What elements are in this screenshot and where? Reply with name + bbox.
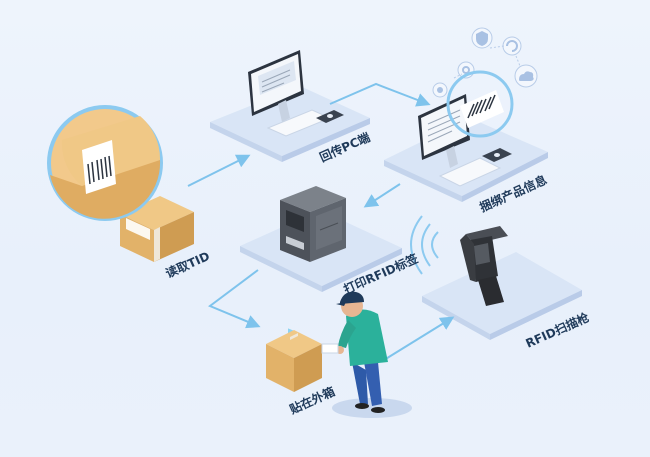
- cloud-icon: [514, 64, 538, 88]
- box-with-label-zoom: [47, 105, 194, 262]
- floating-icons: [432, 27, 538, 98]
- shield-icon: [471, 27, 493, 49]
- worker-figure: [321, 291, 412, 418]
- flow-pc-to-pc: [329, 82, 431, 107]
- mouse-pad-right: [482, 148, 512, 162]
- keyboard-right: [438, 157, 502, 187]
- zoom-circle-left: [47, 105, 163, 221]
- flow-worker-to-scanner: [383, 316, 455, 361]
- flow-lines: [187, 82, 455, 361]
- rfid-printer: [280, 186, 346, 339]
- flow-pc-to-printer: [363, 183, 401, 208]
- pc-monitor-right: [418, 94, 470, 168]
- mouse-pad-left: [316, 110, 344, 123]
- label-zoom-right: [446, 70, 514, 138]
- flow-printer-to-box: [208, 269, 261, 329]
- globe-icon: [432, 82, 448, 98]
- rotate-icon: [502, 36, 522, 56]
- pc-monitor-left: [248, 50, 304, 122]
- flow-box-to-pc: [187, 154, 251, 187]
- platform-pc-right: [384, 118, 548, 202]
- rfid-scanner-gun: [410, 215, 508, 306]
- box-outer: [266, 330, 322, 392]
- platform-scanner: [422, 252, 582, 340]
